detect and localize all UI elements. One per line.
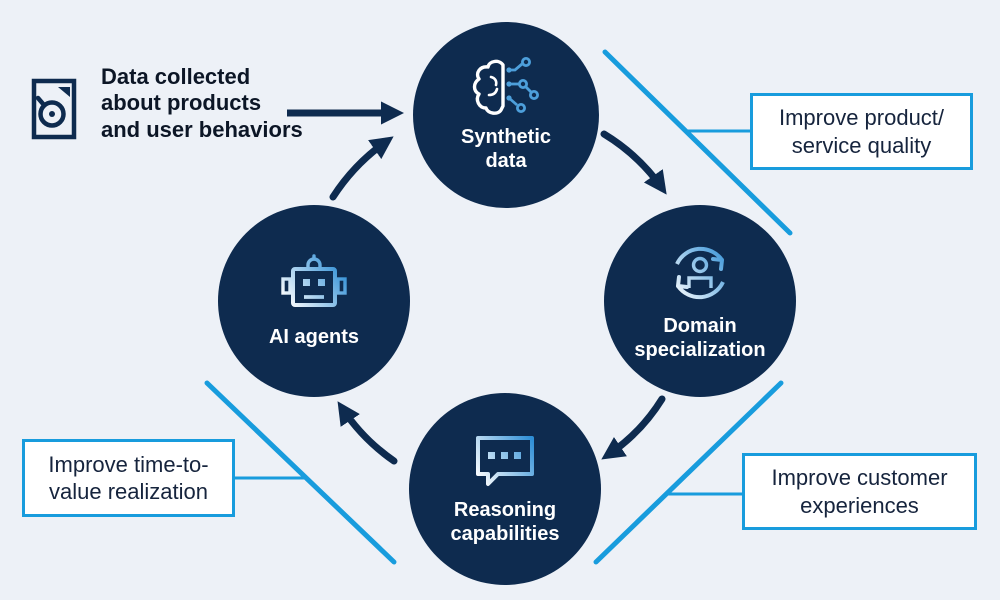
callout-improve-time-to-value-realization: Improve time-to- value realization bbox=[22, 439, 235, 517]
arrow-domain-specialization-to-reasoning-capabilities bbox=[601, 395, 666, 460]
node-ai-agents: AI agents bbox=[218, 205, 410, 397]
node-domain-specialization: Domain specialization bbox=[604, 205, 796, 397]
arrow-ai-agents-to-synthetic-data bbox=[329, 136, 394, 201]
chat-dots-icon bbox=[476, 435, 534, 486]
header-line: Data collected bbox=[101, 64, 251, 89]
header-line: and user behaviors bbox=[101, 116, 303, 142]
person-refresh-icon bbox=[675, 246, 725, 299]
arrow-reasoning-capabilities-to-ai-agents bbox=[337, 401, 398, 465]
node-label: Domain specialization bbox=[634, 314, 766, 361]
node-label: AI agents bbox=[268, 325, 360, 348]
callout-improve-customer-experiences: Improve customer experiences bbox=[742, 453, 977, 530]
node-label: Reasoning capabilities bbox=[450, 498, 560, 545]
header-line: about products bbox=[101, 90, 262, 116]
callout-improve-product-service-quality: Improve product/ service quality bbox=[750, 93, 973, 170]
robot-icon bbox=[281, 254, 347, 307]
brain-circuit-icon bbox=[472, 56, 540, 115]
data-collection-icon bbox=[31, 78, 77, 140]
arrow-synthetic-data-to-domain-specialization bbox=[600, 130, 667, 195]
diagonal-line-bottom-left bbox=[204, 380, 397, 565]
node-synthetic-data: Synthetic data bbox=[413, 22, 599, 208]
node-reasoning-capabilities: Reasoning capabilities bbox=[409, 393, 601, 585]
node-label: Synthetic data bbox=[460, 125, 552, 172]
header-text: Data collected about products and user b… bbox=[101, 64, 303, 143]
